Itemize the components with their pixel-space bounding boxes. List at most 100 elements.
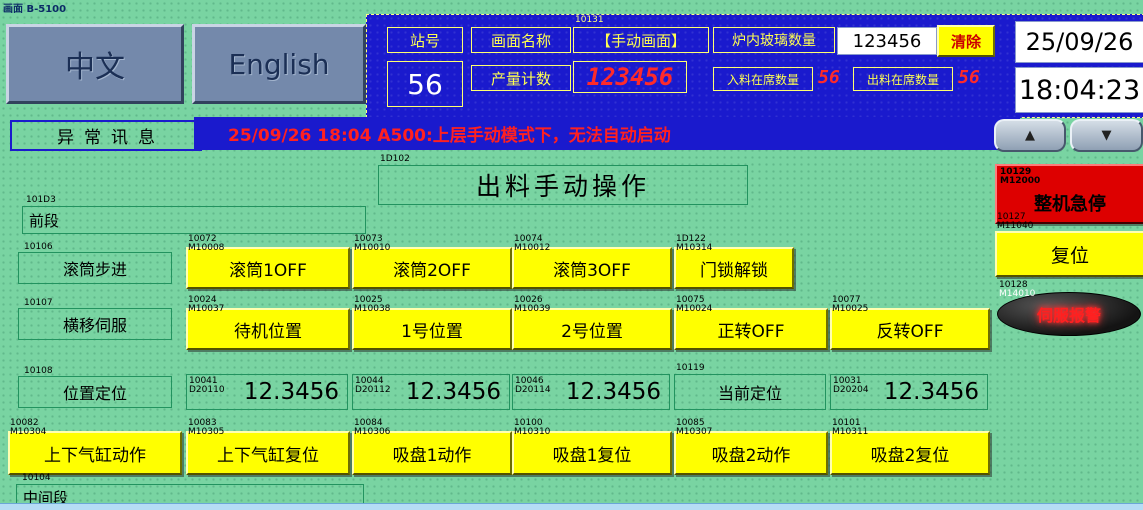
roller2-off-button[interactable]: 滚筒2OFF [352, 247, 512, 289]
tag-line: 1D122 [676, 234, 706, 244]
addr-line: M10038 [354, 304, 391, 314]
plc-tag: 10084 M10306 [354, 419, 390, 437]
up-arrow-icon: ▲ [1025, 128, 1035, 143]
plc-tag: 10131 [575, 15, 604, 25]
plc-tag: 10104 [22, 473, 51, 483]
clear-button[interactable]: 清除 [937, 25, 995, 57]
tag-line: 10075 [676, 295, 705, 305]
addr-line: D20110 [189, 385, 225, 395]
suction2-reset-button[interactable]: 吸盘2复位 [830, 431, 990, 475]
header-panel: 站号 56 10131 画面名称 【手动画面】 产量计数 123456 炉内玻璃… [366, 14, 1143, 118]
screen-name-label: 画面名称 [471, 27, 571, 53]
current-position-display: 10031 D20204 12.3456 [830, 374, 988, 410]
tag-line: 10127 [997, 212, 1026, 222]
station-value: 56 [387, 61, 463, 107]
alarm-message-bar: 25/09/26 18:04 A500:上层手动模式下，无法自动启动 [194, 117, 1020, 150]
alarm-section-label: 异常讯息 [10, 120, 202, 151]
tag-line: 10024 [188, 295, 217, 305]
button-label: 整机急停 [1034, 194, 1106, 215]
plc-tag: 10119 [676, 363, 705, 373]
alarm-scroll-up-button[interactable]: ▲ [994, 119, 1066, 152]
tag-line: 10101 [832, 418, 861, 428]
screen-name-value: 【手动画面】 [573, 27, 709, 53]
addr-line: M10024 [676, 304, 713, 314]
outlet-count-label: 出料在席数量 [853, 67, 953, 91]
position-display-3: 10046 D20114 12.3456 [512, 374, 670, 410]
production-count-label: 产量计数 [471, 65, 571, 91]
tag-line: 10084 [354, 418, 383, 428]
tag-line: 10031 [833, 376, 862, 386]
position1-button[interactable]: 1号位置 [352, 308, 512, 350]
furnace-glass-value: 123456 [837, 27, 937, 55]
servo-alarm-lamp: 伺服报警 [997, 292, 1141, 336]
addr-line: M14010 [999, 289, 1036, 299]
tag-line: 10074 [514, 234, 543, 244]
standby-position-button[interactable]: 待机位置 [186, 308, 350, 350]
alarm-scroll-down-button[interactable]: ▼ [1070, 119, 1143, 152]
inlet-count-value: 56 [818, 66, 840, 88]
roller1-off-button[interactable]: 滚筒1OFF [186, 247, 350, 289]
tag-line: 10072 [188, 234, 217, 244]
position-value: 12.3456 [883, 379, 979, 405]
tag-line: 10044 [355, 376, 384, 386]
forward-off-button[interactable]: 正转OFF [674, 308, 828, 350]
position-value: 12.3456 [243, 379, 339, 405]
outlet-count-value: 56 [958, 66, 980, 88]
roller3-off-button[interactable]: 滚筒3OFF [512, 247, 672, 289]
tag-line: 10077 [832, 295, 861, 305]
addr-line: M10314 [676, 243, 713, 253]
addr-line: M10304 [10, 427, 47, 437]
plc-tag: 10101 M10311 [832, 419, 868, 437]
furnace-glass-label: 炉内玻璃数量 [713, 27, 835, 53]
tag-line: 10129 [1000, 167, 1032, 177]
chinese-language-button[interactable]: 中文 [6, 24, 184, 104]
cylinder-action-button[interactable]: 上下气缸动作 [8, 431, 182, 475]
plc-tag: 10046 D20114 [515, 377, 551, 395]
suction1-action-button[interactable]: 吸盘1动作 [352, 431, 512, 475]
addr-line: M11040 [997, 221, 1034, 231]
machine-emergency-stop-button[interactable]: 10129 M12000 整机急停 [995, 164, 1143, 224]
tag-line: 10041 [189, 376, 218, 386]
tag-line: 10025 [354, 295, 383, 305]
plc-tag: 10072 M10008 [188, 235, 224, 253]
plc-tag: 10082 M10304 [10, 419, 46, 437]
plc-tag: 10128 M14010 [999, 281, 1035, 299]
inlet-count-label: 入料在席数量 [713, 67, 813, 91]
addr-line: M12000 [1000, 176, 1041, 186]
plc-tag: 10108 [24, 366, 53, 376]
tag-line: 10085 [676, 418, 705, 428]
english-language-button[interactable]: English [192, 24, 366, 104]
tag-line: 10026 [514, 295, 543, 305]
section-label-roller-step: 滚筒步进 [18, 252, 172, 284]
reverse-off-button[interactable]: 反转OFF [830, 308, 990, 350]
down-arrow-icon: ▼ [1101, 128, 1112, 143]
suction1-reset-button[interactable]: 吸盘1复位 [512, 431, 672, 475]
plc-tag: 1D122 M10314 [676, 235, 712, 253]
position2-button[interactable]: 2号位置 [512, 308, 672, 350]
cylinder-reset-button[interactable]: 上下气缸复位 [186, 431, 350, 475]
reset-button[interactable]: 复位 [995, 231, 1143, 277]
section-label-front: 前段 [22, 206, 366, 234]
plc-tag: 10041 D20110 [189, 377, 225, 395]
tag-line: 10073 [354, 234, 383, 244]
addr-line: M10008 [188, 243, 225, 253]
addr-line: M10025 [832, 304, 869, 314]
section-label-traverse-servo: 横移伺服 [18, 308, 172, 340]
door-unlock-button[interactable]: 门锁解锁 [674, 247, 794, 289]
plc-tag: 10044 D20112 [355, 377, 391, 395]
plc-tag: 10077 M10025 [832, 296, 868, 314]
tag-line: 10083 [188, 418, 217, 428]
plc-tag: 10073 M10010 [354, 235, 390, 253]
section-label-positioning: 位置定位 [18, 376, 172, 408]
bottom-strip [0, 503, 1143, 510]
suction2-action-button[interactable]: 吸盘2动作 [674, 431, 828, 475]
addr-line: M10010 [354, 243, 391, 253]
tag-line: 10128 [999, 280, 1028, 290]
addr-line: M10305 [188, 427, 225, 437]
plc-tag: 10083 M10305 [188, 419, 224, 437]
plc-tag: 10129 M12000 [1000, 168, 1040, 186]
plc-tag: 10024 M10037 [188, 296, 224, 314]
date-display: 25/09/26 [1015, 21, 1143, 63]
addr-line: M10037 [188, 304, 225, 314]
